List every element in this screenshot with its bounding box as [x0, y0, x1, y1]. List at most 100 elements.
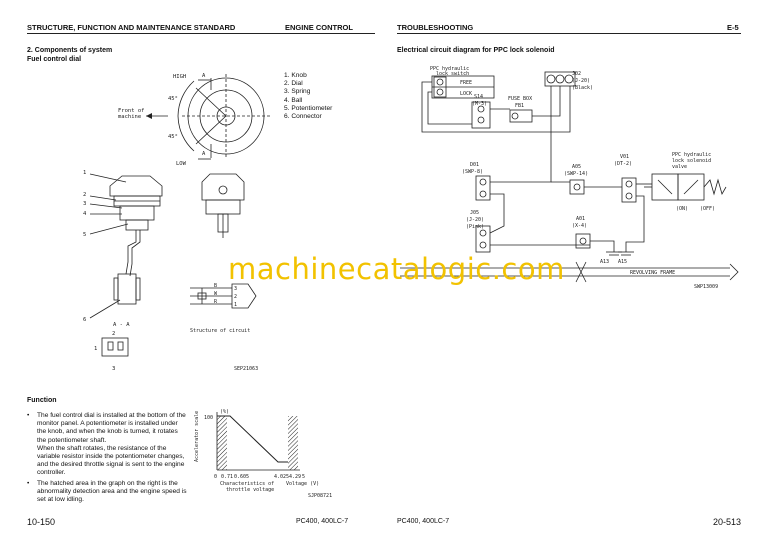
svg-text:0: 0 — [214, 474, 217, 480]
circuit-structure-drawing: B W R 3 2 1 Structure of circuit SEP2106… — [190, 283, 258, 372]
svg-text:(M-3): (M-3) — [472, 101, 487, 107]
svg-text:(%): (%) — [220, 409, 229, 415]
svg-text:(J-20): (J-20) — [572, 78, 590, 84]
ppc-lock-circuit-diagram: PPC hydraulic lock switch FREE LOCK J02 … — [400, 66, 739, 290]
svg-text:1: 1 — [94, 346, 97, 352]
graph-hatch-low — [217, 416, 227, 470]
svg-text:(J-20): (J-20) — [466, 217, 484, 223]
label-a-top: A — [202, 73, 206, 79]
j02-connector — [544, 71, 576, 87]
label-low: LOW — [176, 161, 187, 167]
svg-text:(X-4): (X-4) — [572, 223, 587, 229]
label-angle-bottom: 45° — [168, 134, 178, 140]
parts-list: 1. Knob 2. Dial 3. Spring 4. Ball 5. Pot… — [284, 72, 332, 121]
svg-text:W: W — [214, 291, 218, 297]
right-page-number: 20-513 — [713, 517, 742, 527]
svg-text:3: 3 — [83, 201, 86, 207]
svg-text:3: 3 — [112, 366, 115, 372]
svg-text:SWP13009: SWP13009 — [694, 284, 718, 290]
svg-text:1: 1 — [83, 170, 86, 176]
svg-text:S14: S14 — [474, 94, 483, 100]
svg-text:R: R — [214, 299, 218, 305]
left-header-section: ENGINE CONTROL — [285, 23, 353, 32]
circuit-code: SEP21063 — [234, 366, 258, 372]
right-header-title: TROUBLESHOOTING — [397, 23, 474, 32]
function-heading: Function — [27, 397, 57, 404]
svg-text:(DT-2): (DT-2) — [614, 161, 632, 167]
part-item: 3. Spring — [284, 88, 311, 96]
right-header-rule — [397, 33, 741, 34]
svg-text:throttle voltage: throttle voltage — [226, 487, 274, 493]
function-bullets: The fuel control dial is installed at th… — [27, 412, 187, 506]
svg-text:FREE: FREE — [460, 80, 472, 86]
svg-text:(OFF): (OFF) — [700, 206, 715, 212]
left-header-title: STRUCTURE, FUNCTION AND MAINTENANCE STAN… — [27, 23, 236, 32]
svg-text:J02: J02 — [572, 71, 581, 77]
svg-text:4.29: 4.29 — [289, 474, 301, 480]
part-item: 6. Connector — [284, 113, 322, 121]
section-heading: 2. Components of system — [27, 47, 113, 54]
part-item: 4. Ball — [284, 96, 303, 104]
svg-text:(SWP-8): (SWP-8) — [462, 169, 483, 175]
svg-text:(SWP-14): (SWP-14) — [564, 171, 588, 177]
svg-text:LOCK: LOCK — [460, 91, 472, 97]
svg-text:FUSE BOX: FUSE BOX — [508, 96, 532, 102]
svg-text:V01: V01 — [620, 154, 629, 160]
svg-text:1: 1 — [234, 302, 237, 308]
svg-text:SJP08721: SJP08721 — [308, 493, 332, 499]
svg-text:J05: J05 — [470, 210, 479, 216]
throttle-voltage-graph: (%) 100 Accelerator scale 0 0.71 0.605 4… — [194, 409, 332, 499]
svg-text:Voltage (V): Voltage (V) — [286, 481, 319, 487]
svg-text:(ON): (ON) — [676, 206, 688, 212]
svg-text:2: 2 — [234, 294, 237, 300]
circuit-title: Electrical circuit diagram for PPC lock … — [397, 47, 555, 54]
svg-text:A05: A05 — [572, 164, 581, 170]
graph-hatch-high — [288, 416, 298, 470]
svg-text:A01: A01 — [576, 216, 585, 222]
svg-text:(Pink): (Pink) — [466, 224, 484, 230]
function-bullet: The hatched area in the graph on the rig… — [27, 480, 187, 505]
svg-text:100: 100 — [204, 415, 213, 421]
left-page-number: 10-150 — [27, 517, 56, 527]
svg-text:machine: machine — [118, 114, 141, 120]
part-item: 5. Potentiometer — [284, 104, 333, 112]
svg-text:D01: D01 — [470, 162, 479, 168]
sub-heading: Fuel control dial — [27, 56, 82, 63]
svg-text:5: 5 — [302, 474, 305, 480]
svg-text:3: 3 — [234, 286, 237, 292]
part-item: 2. Dial — [284, 80, 303, 88]
part-item: 1. Knob — [284, 72, 307, 79]
label-section-aa: A - A — [113, 322, 130, 328]
watermark: machinecatalogic.com — [228, 252, 565, 286]
label-high: HIGH — [173, 74, 186, 80]
svg-text:A15: A15 — [618, 259, 627, 265]
right-header-section: E-5 — [727, 23, 739, 32]
svg-text:(Black): (Black) — [572, 85, 593, 91]
graph-caption: Characteristics of — [220, 481, 274, 487]
svg-text:lock switch: lock switch — [436, 71, 469, 77]
right-model: PC400, 400LC-7 — [397, 518, 450, 525]
label-angle-top: 45° — [168, 96, 178, 102]
label-solenoid: PPC hydraulic — [672, 152, 711, 158]
svg-text:0.71: 0.71 — [221, 474, 233, 480]
svg-text:4: 4 — [83, 211, 87, 217]
function-bullet: The fuel control dial is installed at th… — [27, 412, 187, 478]
svg-text:B: B — [214, 283, 217, 289]
label-ppc-switch: PPC hydraulic — [430, 66, 469, 72]
svg-text:2: 2 — [112, 331, 115, 337]
circuit-caption: Structure of circuit — [190, 328, 250, 334]
svg-text:4.025: 4.025 — [274, 474, 289, 480]
graph-ylabel: Accelerator scale — [194, 411, 200, 462]
left-model: PC400, 400LC-7 — [296, 518, 349, 525]
svg-text:5: 5 — [83, 232, 86, 238]
svg-text:REVOLVING FRAME: REVOLVING FRAME — [630, 270, 675, 276]
svg-text:6: 6 — [83, 317, 86, 323]
label-a-bottom: A — [202, 151, 206, 157]
svg-text:valve: valve — [672, 164, 687, 170]
svg-text:2: 2 — [83, 192, 86, 198]
label-front: Front of — [118, 108, 145, 114]
svg-text:A13: A13 — [600, 259, 609, 265]
fuel-control-dial-drawing: HIGH LOW A A 45° 45° Front of machine A … — [83, 73, 270, 372]
svg-text:lock solenoid: lock solenoid — [672, 158, 711, 164]
svg-text:0.605: 0.605 — [234, 474, 249, 480]
